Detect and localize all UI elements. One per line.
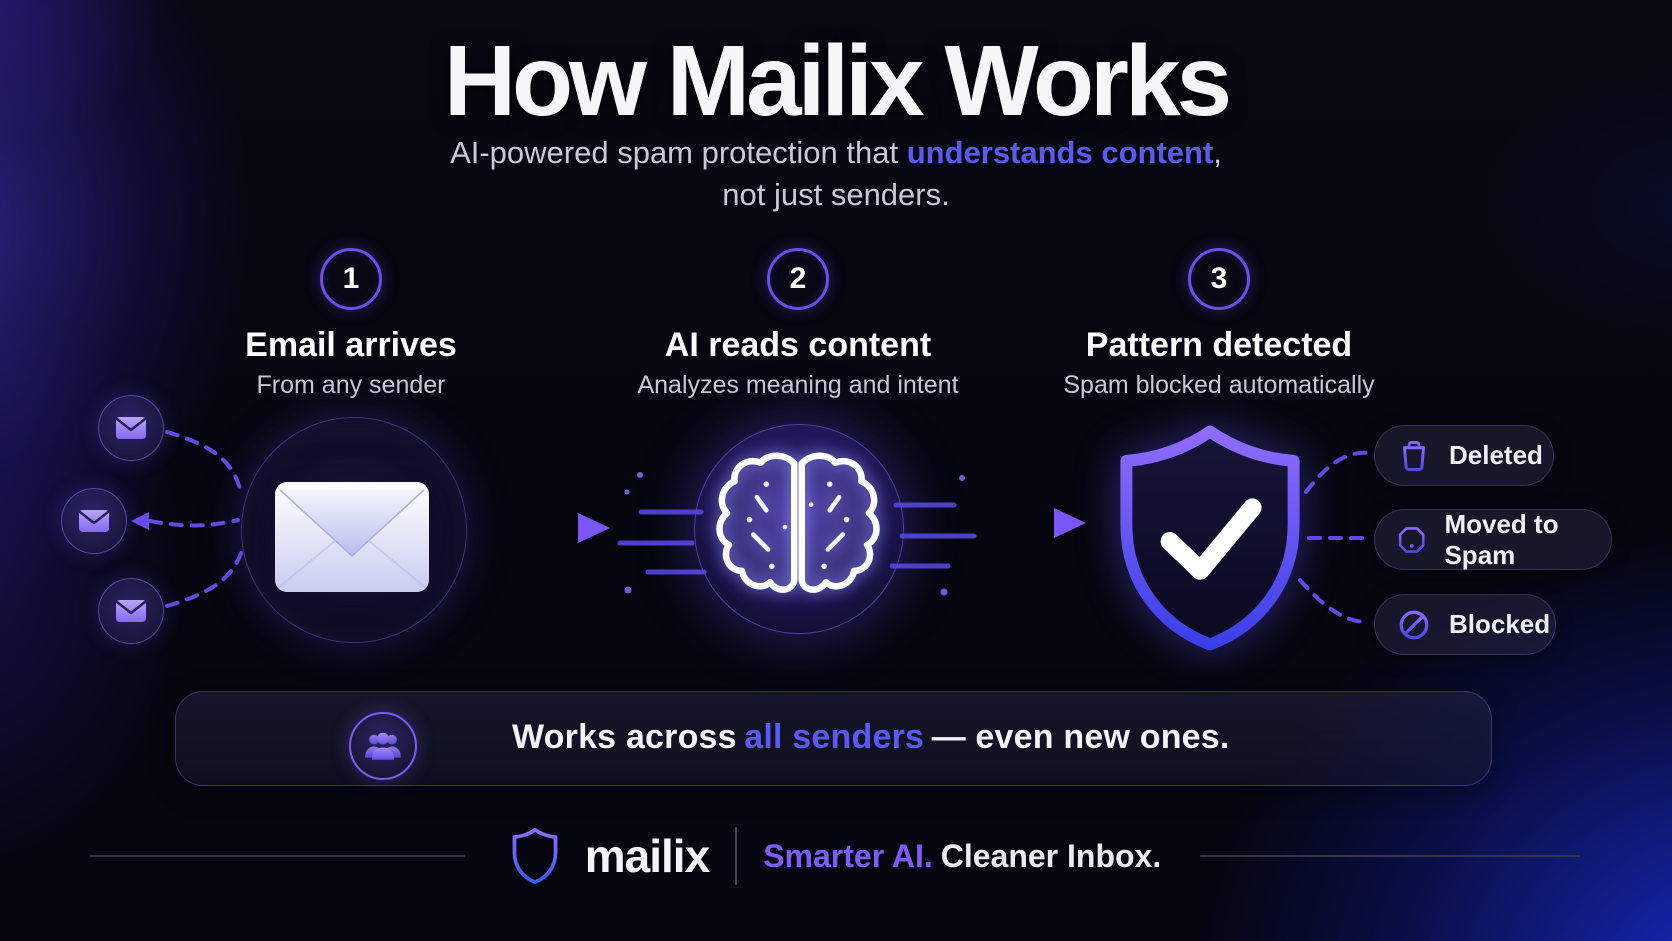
outcome-label: Deleted <box>1449 440 1543 470</box>
big-envelope-icon <box>275 482 429 592</box>
checkmark-icon <box>1160 498 1262 580</box>
outcome-pill-deleted: Deleted <box>1374 425 1554 486</box>
outcome-pill-blocked: Blocked <box>1374 594 1556 655</box>
brand-name: mailix <box>584 830 710 882</box>
dashed-arrowhead <box>131 512 149 530</box>
footer: mailix Smarter AI.Cleaner Inbox. <box>0 816 1672 896</box>
sender-envelope-badge-1 <box>98 395 164 461</box>
step-1-title: Email arrives <box>245 326 457 364</box>
step-3-number-badge: 3 <box>1188 248 1250 310</box>
step-3-header: 3 Pattern detected Spam blocked automati… <box>989 248 1449 400</box>
brand-shield-icon <box>512 828 558 884</box>
brain-icon <box>716 446 882 610</box>
trash-icon <box>1399 440 1429 471</box>
envelope-icon <box>115 417 147 439</box>
step-2-title: AI reads content <box>664 326 932 364</box>
step-1-subtitle: From any sender <box>256 371 446 399</box>
footer-rule-right <box>1200 855 1580 857</box>
tagline-highlight: Smarter AI. <box>763 837 933 874</box>
subtitle-line-1: AI-powered spam protection that understa… <box>450 135 1222 170</box>
outcome-label: Blocked <box>1449 609 1551 639</box>
subtitle-highlight: understands content <box>906 135 1214 170</box>
envelope-icon <box>78 510 110 532</box>
sender-envelope-badge-3 <box>98 578 164 644</box>
banner-highlight: all senders <box>744 718 925 756</box>
page-title: How Mailix Works <box>443 25 1232 137</box>
step-3-subtitle: Spam blocked automatically <box>1063 371 1375 399</box>
arrow-step2-to-step3 <box>963 508 1086 538</box>
subtitle-line-2: not just senders. <box>722 177 950 212</box>
footer-rule-left <box>90 855 465 857</box>
step-1-number-badge: 1 <box>320 248 382 310</box>
alert-octagon-icon <box>1398 526 1425 553</box>
footer-divider <box>735 827 738 885</box>
page-subtitle: AI-powered spam protection that understa… <box>0 132 1672 216</box>
step-2-subtitle: Analyzes meaning and intent <box>637 371 959 399</box>
step-3-title: Pattern detected <box>1085 326 1353 364</box>
all-senders-badge <box>349 712 417 780</box>
outcome-label: Moved to Spam <box>1444 508 1559 570</box>
arrow-step1-to-step2 <box>497 513 610 543</box>
sender-envelope-badge-2 <box>61 488 127 554</box>
step-1-header: 1 Email arrives From any sender <box>121 248 581 400</box>
step-2-header: 2 AI reads content Analyzes meaning and … <box>568 248 1028 400</box>
step-2-number-badge: 2 <box>767 248 829 310</box>
footer-tagline: Smarter AI.Cleaner Inbox. <box>763 837 1162 874</box>
envelope-icon <box>115 600 147 622</box>
people-icon <box>365 732 401 760</box>
shield-check-icon <box>1120 425 1300 651</box>
outcome-pill-moved-to-spam: Moved to Spam <box>1374 509 1612 570</box>
block-icon <box>1399 610 1429 639</box>
